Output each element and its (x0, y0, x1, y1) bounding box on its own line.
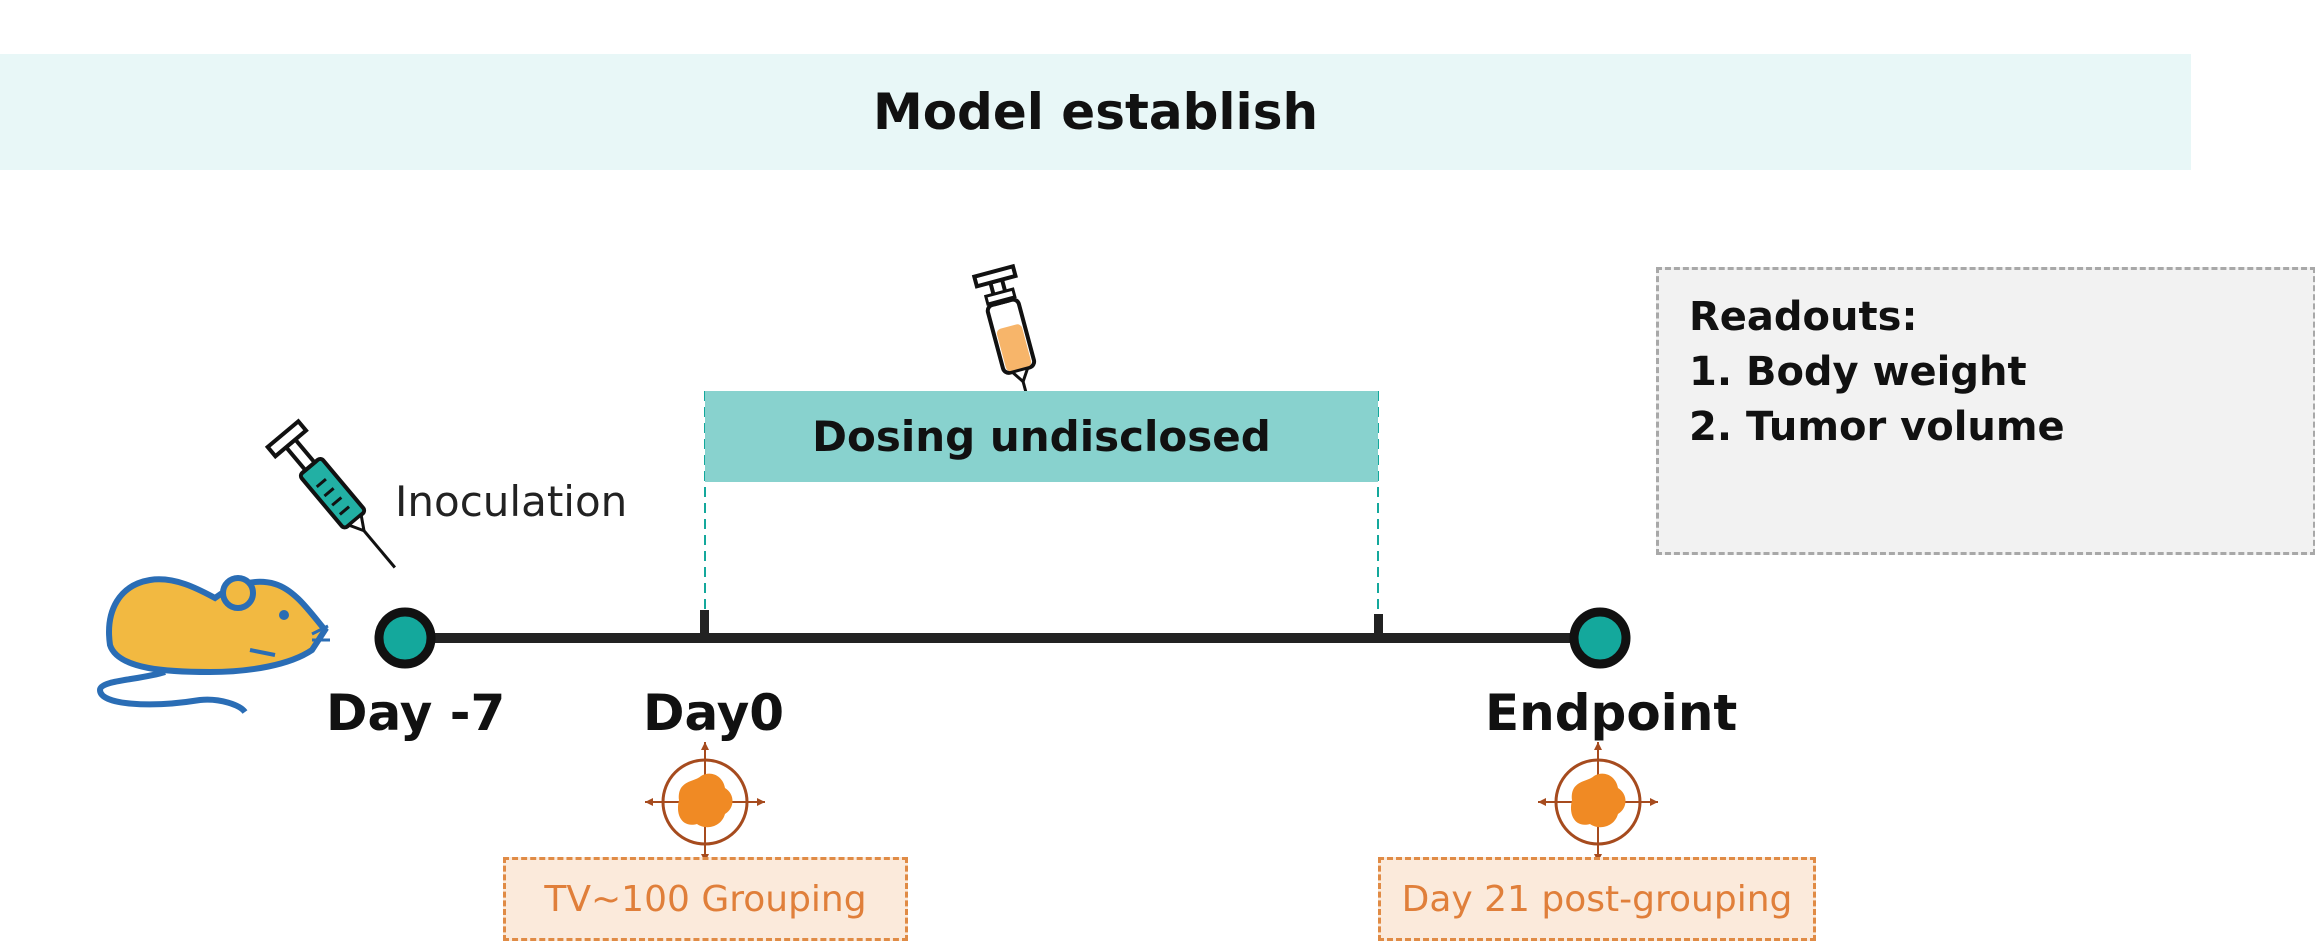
tick-day0 (700, 610, 709, 638)
banner-title: Model establish (872, 83, 1319, 141)
banner: Model establish (0, 54, 2191, 170)
dosing-label: Dosing undisclosed (812, 412, 1271, 461)
tick-dosing-end (1374, 614, 1383, 638)
inoculation-label: Inoculation (395, 477, 628, 526)
tumor-target-icon (645, 742, 765, 862)
timepoint-day-minus7 (374, 607, 436, 669)
readout-item: 2. Tumor volume (1689, 404, 2065, 450)
readout-item: 1. Body weight (1689, 349, 2027, 395)
grouping-tag-text: TV~100 Grouping (544, 878, 867, 920)
syringe-orange-icon (971, 263, 1037, 400)
tumor-target-icon (1538, 742, 1658, 862)
timepoint-endpoint (1569, 607, 1631, 669)
syringe-teal-icon (264, 418, 397, 569)
grouping-tag: TV~100 Grouping (503, 857, 908, 941)
readouts-heading: Readouts: (1689, 294, 1918, 340)
endpoint-label: Endpoint (1485, 684, 1738, 742)
post-grouping-tag: Day 21 post-grouping (1378, 857, 1816, 941)
mouse-icon (96, 575, 330, 715)
readouts-box: Readouts: 1. Body weight 2. Tumor volume (1656, 267, 2315, 555)
day0-label: Day0 (643, 684, 785, 742)
dosing-bar: Dosing undisclosed (705, 391, 1378, 482)
post-grouping-tag-text: Day 21 post-grouping (1401, 878, 1793, 920)
day-minus7-label: Day -7 (326, 684, 506, 742)
